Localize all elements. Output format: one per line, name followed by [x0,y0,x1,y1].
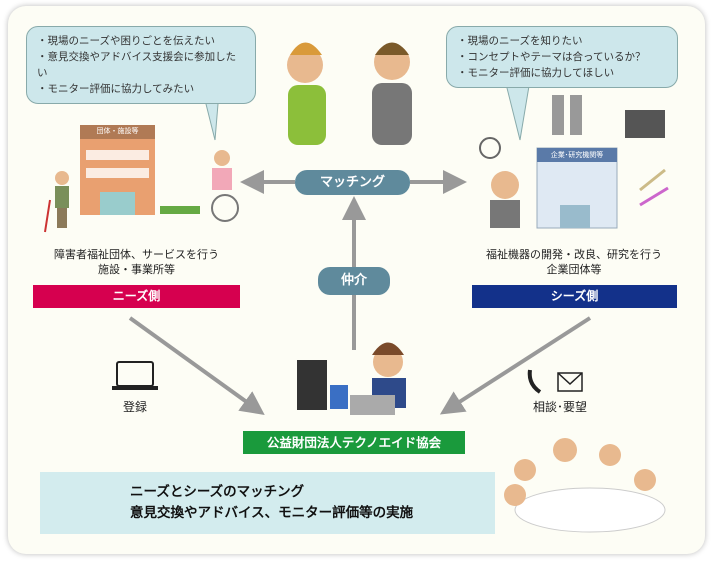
staff-with-server-illustration [297,342,406,415]
needs-side-label: ニーズ側 [33,285,240,308]
needs-description: 障害者福祉団体、サービスを行う施設・事業所等 [33,247,240,277]
consult-label: 相談･要望 [532,400,587,414]
wheelchair-user-illustration [160,150,239,222]
needs-desc-line: 障害者福祉団体、サービスを行う [54,248,219,261]
matching-pill: マッチング [295,170,410,195]
organization-label: 公益財団法人テクノエイド協会 [243,431,465,454]
seeds-bubble-tail [504,79,531,141]
seeds-side-label: シーズ側 [472,285,677,308]
seeds-description: 福祉機器の開発・改良、研究を行う企業団体等 [468,247,680,277]
facility-building-illustration [80,125,155,215]
summary-box: ニーズとシーズのマッチング 意見交換やアドバイス、モニター評価等の実施 [40,472,495,534]
phone-icon [527,369,542,394]
seeds-bubble-item: モニター評価に協力してほしい [457,65,667,81]
assistive-devices-illustration [479,95,669,207]
seeds-desc-line: 福祉機器の開発・改良、研究を行う [486,248,662,261]
seeds-bubble-item: コンセプトやテーマは合っているか？ [457,49,667,65]
building-sign: 団体・施設等 [96,127,139,135]
needs-bubble-item: 現場のニーズや困りごとを伝えたい [37,33,245,49]
handshake-people-illustration [287,42,412,145]
seeds-bubble-item: 現場のニーズを知りたい [457,33,667,49]
seeds-speech-bubble: 現場のニーズを知りたい コンセプトやテーマは合っているか？ モニター評価に協力し… [446,26,678,88]
developer-person-illustration [490,171,520,228]
company-building-illustration [536,147,618,229]
meeting-people-illustration [504,438,666,533]
company-sign: 企業･研究機関等 [550,151,604,159]
needs-bubble-item: 意見交換やアドバイス支援会に参加したい [37,49,245,81]
seeds-desc-line: 企業団体等 [546,263,602,276]
needs-bubble-item: モニター評価に協力してみたい [37,81,245,97]
arrow-register [128,316,265,416]
register-label: 登録 [122,400,147,414]
summary-line: ニーズとシーズのマッチング [130,484,305,500]
needs-desc-line: 施設・事業所等 [98,263,175,276]
needs-speech-bubble: 現場のニーズや困りごとを伝えたい 意見交換やアドバイス支援会に参加したい モニタ… [26,26,256,104]
mail-icon [557,372,583,392]
mediation-pill: 仲介 [318,267,390,295]
arrow-consult [439,316,592,415]
laptop-icon [112,361,158,390]
person-with-cane-illustration [44,171,69,233]
summary-line: 意見交換やアドバイス、モニター評価等の実施 [130,505,414,521]
